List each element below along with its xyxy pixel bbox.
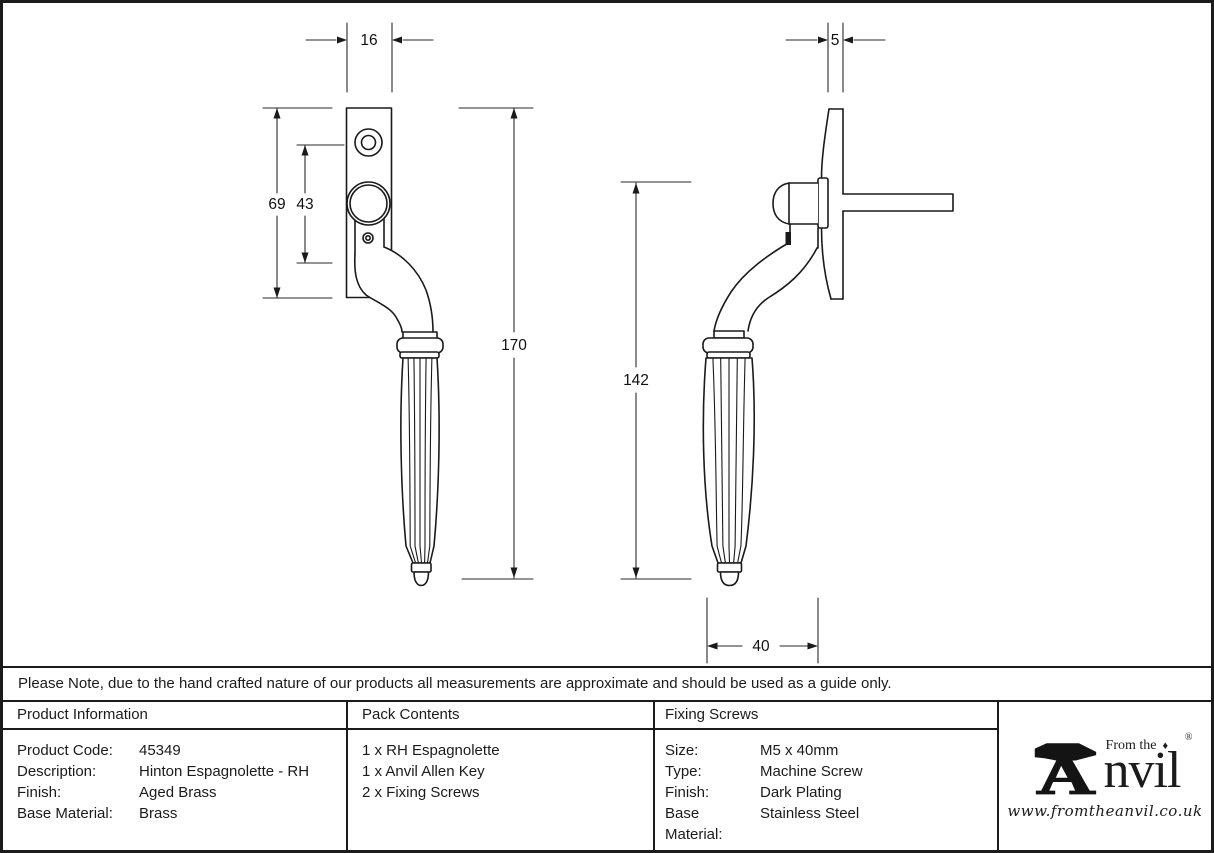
table-row: Base Material: Stainless Steel	[655, 803, 997, 845]
dim-label-hole-spacing: 43	[296, 196, 313, 213]
collar-front	[396, 337, 444, 354]
product-information-column: Product Information Product Code: 45349 …	[3, 702, 346, 850]
spec-label: Base Material:	[17, 805, 113, 822]
table-row: Description: Hinton Espagnolette - RH	[3, 761, 346, 782]
dim-label-plate-width: 16	[360, 32, 377, 49]
list-item: 2 x Fixing Screws	[362, 784, 480, 801]
dim-43	[296, 144, 345, 264]
spec-value: Stainless Steel	[760, 805, 860, 822]
list-item: 1 x Anvil Allen Key	[362, 763, 485, 780]
handle-arm-side	[714, 242, 817, 331]
spec-value: Dark Plating	[760, 784, 842, 801]
collar-side	[702, 337, 754, 354]
table-row: Finish: Aged Brass	[3, 782, 346, 803]
spec-label: Finish:	[17, 784, 62, 801]
spec-label: Size:	[665, 742, 699, 759]
fixing-screws-header: Fixing Screws	[655, 702, 997, 730]
product-information-header: Product Information	[3, 702, 346, 730]
spec-label: Type:	[665, 763, 702, 780]
diamond-icon: ♦	[1162, 740, 1169, 752]
spec-value: Aged Brass	[139, 784, 217, 801]
pack-contents-column: Pack Contents 1 x RH Espagnolette 1 x An…	[346, 702, 653, 850]
dim-16	[305, 22, 434, 93]
knob-side	[773, 183, 818, 224]
grub-screw-side	[785, 232, 791, 245]
dim-label-overall: 170	[501, 337, 527, 354]
knob-washer	[817, 177, 829, 229]
dim-142	[620, 181, 692, 580]
dim-5	[785, 22, 886, 93]
anvil-icon	[1034, 743, 1096, 795]
spec-value: Machine Screw	[760, 763, 863, 780]
brand-word: nvil	[1103, 742, 1182, 799]
logo-tagline: From the	[1105, 738, 1157, 753]
technical-drawing: 16 69 43 170 5 142 40	[262, 22, 954, 664]
table-row: Finish: Dark Plating	[655, 782, 997, 803]
spec-value: M5 x 40mm	[760, 742, 839, 759]
note-text: Please Note, due to the hand crafted nat…	[18, 675, 892, 692]
table-row: Type: Machine Screw	[655, 761, 997, 782]
finial-front	[413, 571, 430, 587]
measurement-note: Please Note, due to the hand crafted nat…	[3, 666, 1211, 702]
from-the-anvil-logo: nvil From the ♦ ® www.fromtheanvil.co.uk	[999, 732, 1211, 820]
dim-label-side-length: 142	[623, 372, 649, 389]
spec-label: Finish:	[665, 784, 710, 801]
side-view	[702, 108, 954, 587]
list-item: 1 x RH Espagnolette	[362, 742, 500, 759]
spec-table: Product Information Product Code: 45349 …	[3, 702, 1211, 850]
front-view	[345, 107, 444, 587]
pack-contents-header: Pack Contents	[348, 702, 653, 730]
dim-label-plate-height: 69	[268, 196, 285, 213]
brand-logo-cell: nvil From the ♦ ® www.fromtheanvil.co.uk	[997, 702, 1211, 850]
spec-label: Description:	[17, 763, 97, 780]
spindle	[843, 194, 953, 211]
handle-arm-front	[354, 247, 433, 332]
dim-69	[262, 107, 333, 299]
fixing-screws-column: Fixing Screws Size: M5 x 40mm Type: Mach…	[653, 702, 997, 850]
registered-mark: ®	[1184, 732, 1193, 743]
dimension-lines	[262, 22, 886, 664]
spec-value: 45349	[139, 742, 181, 759]
dimension-labels: 16 69 43 170 5 142 40	[268, 32, 839, 655]
brand-url: www.fromtheanvil.co.uk	[1007, 802, 1203, 820]
spec-label: Base Material:	[665, 805, 723, 843]
finial-side	[719, 571, 740, 587]
spec-value: Brass	[139, 805, 178, 822]
spec-label: Product Code:	[17, 742, 113, 759]
dim-40	[706, 597, 819, 664]
dim-170	[458, 107, 534, 580]
dim-label-thickness: 5	[831, 32, 840, 49]
table-row: Product Code: 45349	[3, 740, 346, 761]
dim-label-projection: 40	[752, 638, 770, 655]
table-row: Base Material: Brass	[3, 803, 346, 824]
spec-value: Hinton Espagnolette - RH	[139, 763, 310, 780]
table-row: Size: M5 x 40mm	[655, 740, 997, 761]
